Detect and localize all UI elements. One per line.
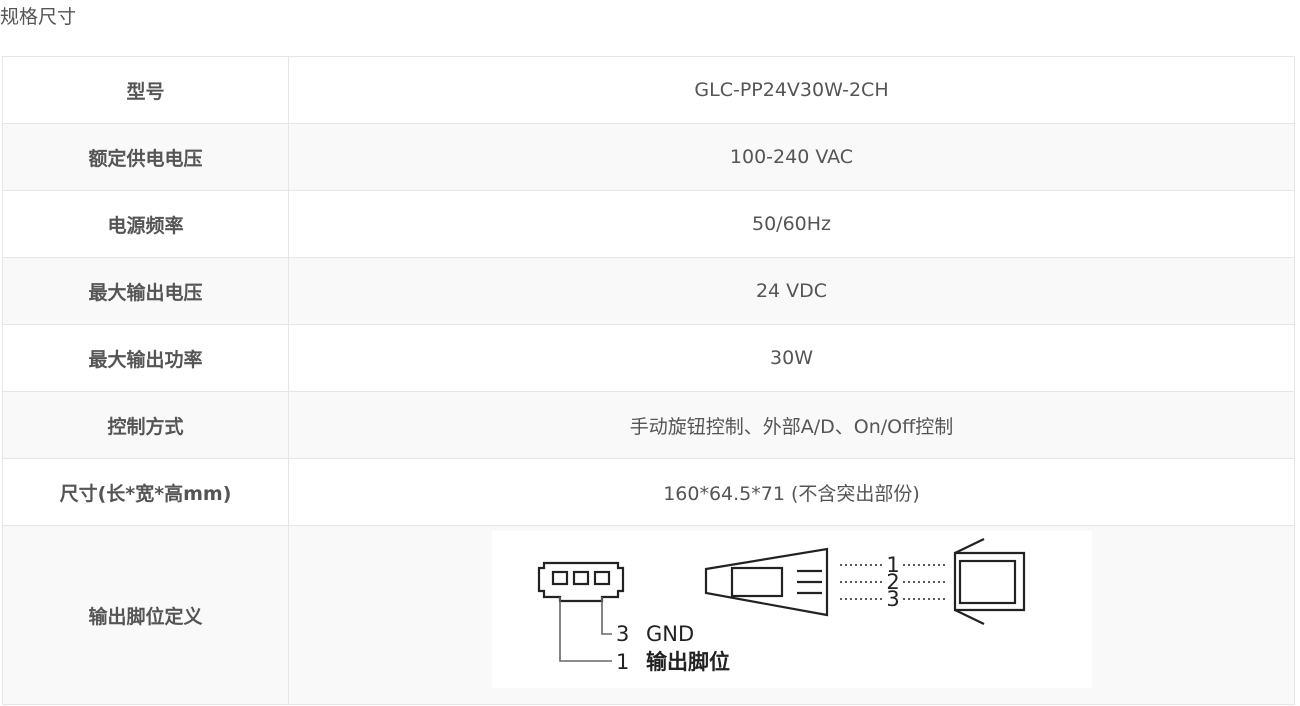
table-row: 最大输出功率 30W bbox=[2, 324, 1295, 392]
wire-number-1: 1 bbox=[886, 553, 899, 577]
table-row: 尺寸(长*宽*高mm) 160*64.5*71 (不含突出部份) bbox=[2, 458, 1295, 526]
pinout-diagram-svg: 1 2 3 3 GND 1 输出脚位 bbox=[537, 537, 1025, 674]
section-title: 规格尺寸 bbox=[0, 6, 77, 28]
row-value: 50/60Hz bbox=[288, 190, 1295, 258]
row-value: 手动旋钮控制、外部A/D、On/Off控制 bbox=[288, 391, 1295, 459]
table-row: 电源频率 50/60Hz bbox=[2, 190, 1295, 258]
pin1-number: 1 bbox=[616, 650, 629, 674]
pinout-diagram: 1 2 3 3 GND 1 输出脚位 bbox=[491, 530, 1092, 688]
row-value: 160*64.5*71 (不含突出部份) bbox=[288, 458, 1295, 526]
row-value: 30W bbox=[288, 324, 1295, 392]
row-value: 24 VDC bbox=[288, 257, 1295, 325]
pinout-cell: 1 2 3 3 GND 1 输出脚位 bbox=[288, 525, 1295, 705]
plug-side-icon bbox=[704, 547, 828, 616]
wire-number-2: 2 bbox=[886, 570, 899, 594]
row-label: 控制方式 bbox=[2, 391, 289, 459]
row-label: 输出脚位定义 bbox=[2, 525, 289, 705]
spec-table: 型号 GLC-PP24V30W-2CH 额定供电电压 100-240 VAC 电… bbox=[2, 56, 1295, 705]
table-row: 最大输出电压 24 VDC bbox=[2, 257, 1295, 325]
pin3-number: 3 bbox=[616, 622, 629, 646]
row-label: 最大输出电压 bbox=[2, 257, 289, 325]
row-label: 最大输出功率 bbox=[2, 324, 289, 392]
pin3-name: GND bbox=[646, 622, 694, 646]
table-row: 额定供电电压 100-240 VAC bbox=[2, 123, 1295, 191]
table-row: 型号 GLC-PP24V30W-2CH bbox=[2, 56, 1295, 124]
table-row: 控制方式 手动旋钮控制、外部A/D、On/Off控制 bbox=[2, 391, 1295, 459]
row-value: 100-240 VAC bbox=[288, 123, 1295, 191]
row-label: 型号 bbox=[2, 56, 289, 124]
row-label: 尺寸(长*宽*高mm) bbox=[2, 458, 289, 526]
receptacle-icon bbox=[953, 537, 1025, 625]
pin1-name: 输出脚位 bbox=[646, 650, 730, 674]
row-label: 额定供电电压 bbox=[2, 123, 289, 191]
row-value: GLC-PP24V30W-2CH bbox=[288, 56, 1295, 124]
pin-lead-lines bbox=[558, 596, 612, 662]
table-row-pinout: 输出脚位定义 bbox=[2, 525, 1295, 705]
dotted-wire-lines bbox=[839, 563, 947, 600]
connector-front-icon bbox=[537, 561, 624, 602]
row-label: 电源频率 bbox=[2, 190, 289, 258]
wire-number-3: 3 bbox=[886, 587, 899, 611]
